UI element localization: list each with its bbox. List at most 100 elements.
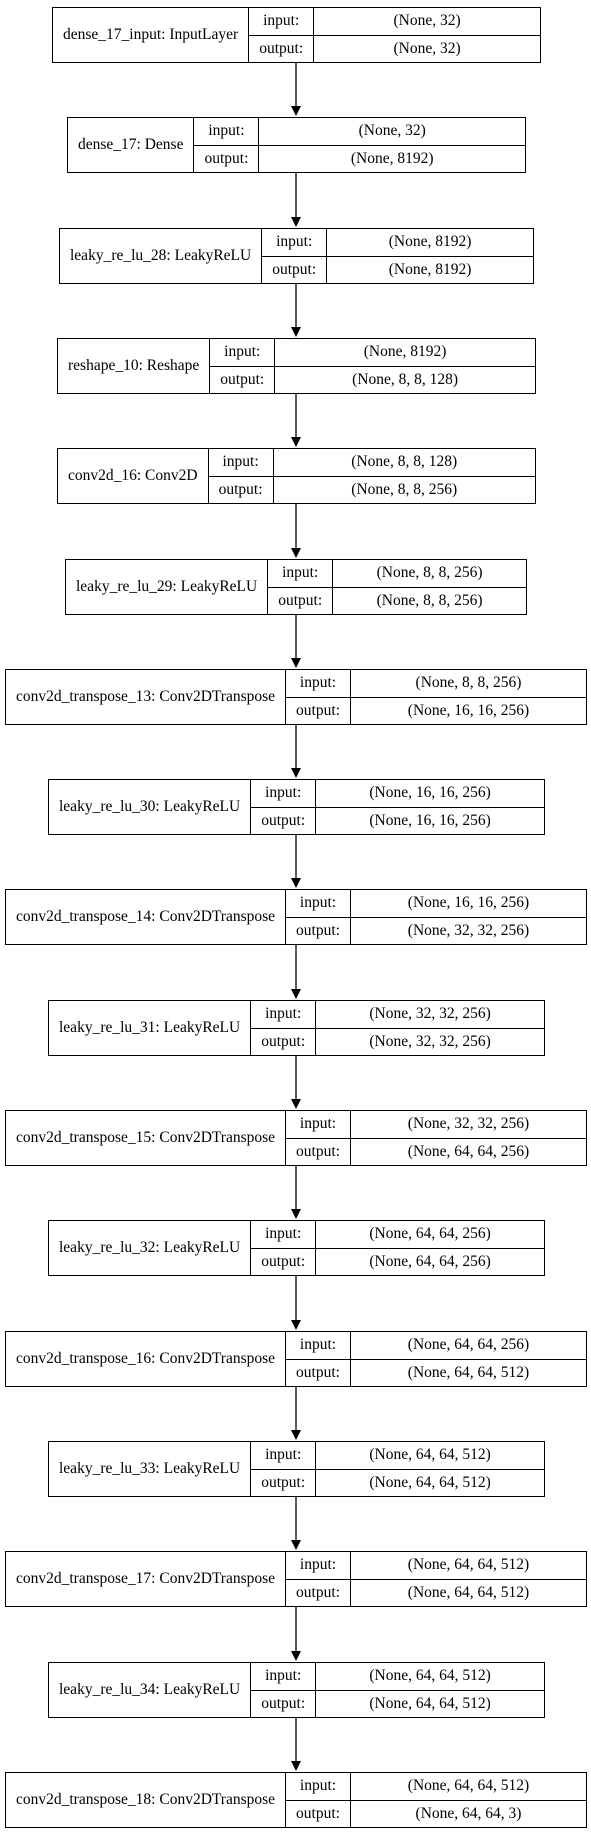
input-shape: (None, 16, 16, 256) [369, 784, 491, 802]
input-label: input: [299, 1556, 337, 1574]
output-shape: (None, 64, 64, 3) [350, 1799, 586, 1828]
output-label: output: [251, 1027, 316, 1056]
layer-name: leaky_re_lu_32: LeakyReLU [49, 1221, 252, 1275]
input-shape: (None, 64, 64, 512) [369, 1446, 491, 1464]
layer-name: leaky_re_lu_31: LeakyReLU [49, 1001, 252, 1055]
output-shape: (None, 64, 64, 512) [316, 1468, 544, 1497]
layer-name: leaky_re_lu_34: LeakyReLU [49, 1663, 252, 1717]
input-shape: (None, 64, 64, 256) [369, 1225, 491, 1243]
input-label: input: [265, 1225, 302, 1243]
output-label: output: [286, 1799, 350, 1828]
input-label: input: [224, 343, 261, 361]
input-label: input: [299, 1336, 337, 1354]
layer-name: leaky_re_lu_29: LeakyReLU [66, 560, 269, 614]
layer-name: conv2d_16: Conv2D [58, 449, 209, 503]
output-shape: (None, 32) [314, 34, 540, 63]
arrow-head-icon [291, 1651, 301, 1661]
arrow-head-icon [291, 1099, 301, 1109]
input-label: input: [208, 122, 245, 140]
arrow-head-icon [291, 327, 301, 337]
input-label: input: [276, 233, 313, 251]
output-shape: (None, 32, 32, 256) [316, 1027, 544, 1056]
output-shape: (None, 8, 8, 256) [333, 586, 526, 615]
arrow-head-icon [291, 106, 301, 116]
layer-name: dense_17: Dense [68, 118, 195, 172]
output-shape: (None, 8, 8, 256) [273, 475, 535, 504]
input-shape: (None, 32, 32, 256) [369, 1005, 491, 1023]
layer-name: conv2d_transpose_17: Conv2DTranspose [6, 1552, 287, 1606]
output-label: output: [286, 1578, 350, 1607]
output-shape: (None, 64, 64, 256) [316, 1247, 544, 1276]
input-label: input: [265, 1005, 302, 1023]
layer-node: conv2d_transpose_14: Conv2DTranspose inpu… [5, 889, 587, 945]
layer-node: conv2d_transpose_16: Conv2DTranspose inpu… [5, 1331, 587, 1387]
output-label: output: [251, 806, 316, 835]
arrow-head-icon [291, 437, 301, 447]
input-shape: (None, 64, 64, 512) [369, 1667, 491, 1685]
output-label: output: [268, 586, 333, 615]
input-shape: (None, 8, 8, 256) [415, 674, 522, 692]
output-shape: (None, 16, 16, 256) [350, 696, 586, 725]
input-shape: (None, 64, 64, 512) [407, 1777, 530, 1795]
output-label: output: [249, 34, 314, 63]
output-shape: (None, 8192) [259, 144, 525, 173]
input-shape: (None, 32) [393, 12, 461, 30]
layer-name: conv2d_transpose_16: Conv2DTranspose [6, 1332, 287, 1386]
input-shape: (None, 32, 32, 256) [407, 1115, 530, 1133]
output-shape: (None, 16, 16, 256) [316, 806, 544, 835]
input-label: input: [299, 1777, 337, 1795]
arrow-head-icon [291, 548, 301, 558]
input-shape: (None, 8, 8, 128) [351, 453, 458, 471]
arrow-head-icon [291, 1209, 301, 1219]
input-label: input: [282, 564, 319, 582]
output-label: output: [286, 1137, 350, 1166]
output-label: output: [194, 144, 259, 173]
output-shape: (None, 64, 64, 512) [350, 1358, 586, 1387]
layer-name: leaky_re_lu_28: LeakyReLU [60, 229, 263, 283]
layer-name: dense_17_input: InputLayer [53, 8, 250, 62]
input-label: input: [265, 784, 302, 802]
input-shape: (None, 8192) [388, 233, 472, 251]
output-label: output: [262, 255, 327, 284]
output-shape: (None, 8192) [327, 255, 533, 284]
arrow-head-icon [291, 658, 301, 668]
input-label: input: [265, 1667, 302, 1685]
input-shape: (None, 8192) [363, 343, 447, 361]
output-label: output: [208, 475, 273, 504]
input-shape: (None, 64, 64, 512) [407, 1556, 530, 1574]
arrow-head-icon [291, 217, 301, 227]
layer-name: conv2d_transpose_18: Conv2DTranspose [6, 1773, 287, 1827]
output-label: output: [251, 1468, 316, 1497]
arrow-head-icon [291, 989, 301, 999]
output-shape: (None, 64, 64, 512) [316, 1689, 544, 1718]
layer-name: conv2d_transpose_14: Conv2DTranspose [6, 890, 287, 944]
layer-name: reshape_10: Reshape [58, 339, 211, 393]
output-shape: (None, 8, 8, 128) [275, 365, 535, 394]
input-label: input: [299, 894, 337, 912]
arrow-head-icon [291, 878, 301, 888]
output-label: output: [251, 1689, 316, 1718]
output-shape: (None, 64, 64, 256) [350, 1137, 586, 1166]
arrow-head-icon [291, 1761, 301, 1771]
layer-node: conv2d_transpose_17: Conv2DTranspose inpu… [5, 1551, 587, 1607]
arrow-head-icon [291, 1430, 301, 1440]
input-shape: (None, 8, 8, 256) [376, 564, 483, 582]
arrow-head-icon [291, 1320, 301, 1330]
layer-name: leaky_re_lu_30: LeakyReLU [49, 780, 252, 834]
layer-name: conv2d_transpose_13: Conv2DTranspose [6, 670, 287, 724]
output-label: output: [286, 1358, 350, 1387]
output-label: output: [286, 916, 350, 945]
output-shape: (None, 64, 64, 512) [350, 1578, 586, 1607]
